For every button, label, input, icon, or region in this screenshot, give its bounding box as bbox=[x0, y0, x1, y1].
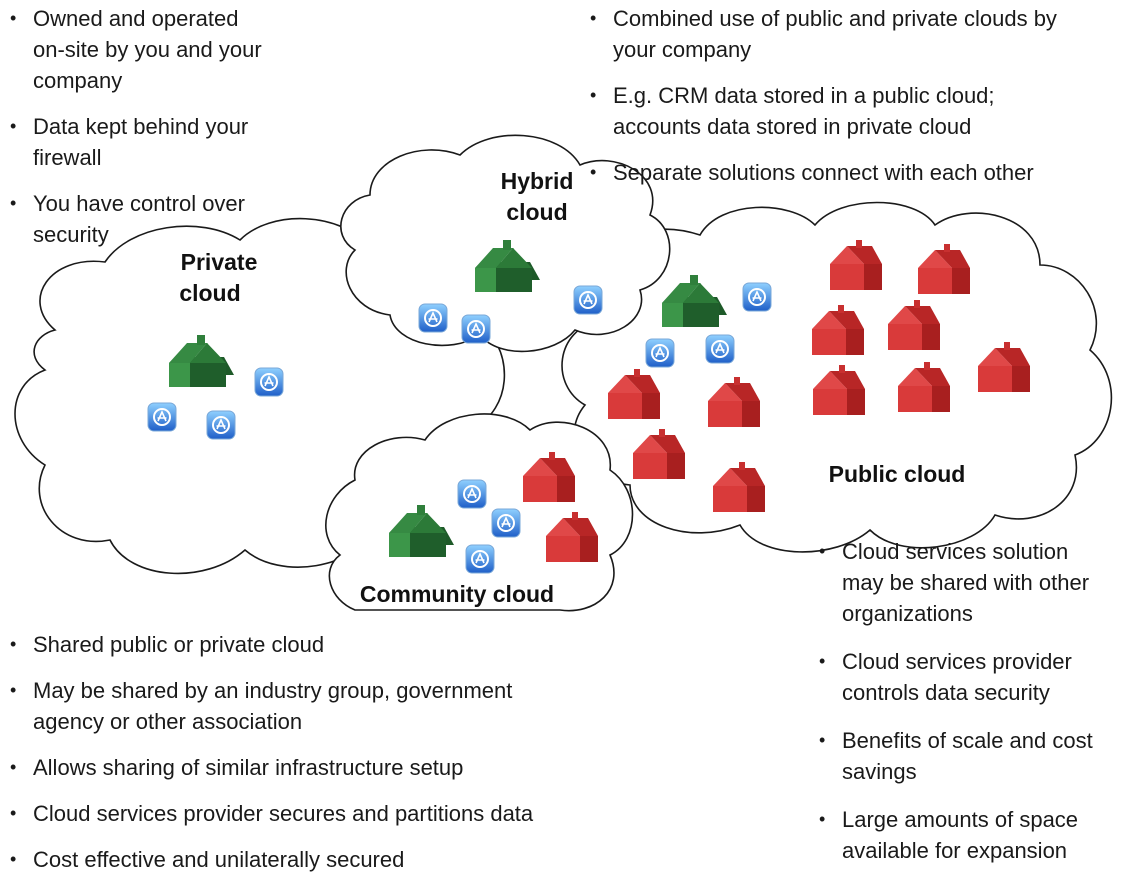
bullet-line: firewall bbox=[33, 145, 102, 170]
hybrid-cloud-label-line1: Hybrid bbox=[501, 168, 574, 194]
hybrid-cloud-bullets: Combined use of public and private cloud… bbox=[588, 3, 1138, 188]
bullet-line: Shared public or private cloud bbox=[33, 632, 325, 657]
app-store-icon bbox=[457, 479, 487, 509]
app-store-icon bbox=[705, 334, 735, 364]
bullet-item: You have control over security bbox=[8, 188, 328, 250]
bullet-item: Combined use of public and private cloud… bbox=[588, 3, 1138, 65]
hybrid-cloud-label-line2: cloud bbox=[506, 199, 567, 225]
bullet-item: Owned and operated on-site by you and yo… bbox=[8, 3, 328, 96]
bullet-item: Cost effective and unilaterally secured bbox=[8, 844, 648, 875]
bullet-line: Cost effective and unilaterally secured bbox=[33, 847, 405, 872]
bullet-item: Data kept behind your firewall bbox=[8, 111, 328, 173]
bullet-line: Cloud services solution bbox=[842, 539, 1069, 564]
app-store-icon bbox=[206, 410, 236, 440]
bullet-item: Cloud services provider controls data se… bbox=[817, 646, 1139, 708]
community-cloud-bullets: Shared public or private cloud May be sh… bbox=[8, 629, 648, 875]
bullet-line: Data kept behind your bbox=[33, 114, 249, 139]
bullet-item: Benefits of scale and cost savings bbox=[817, 725, 1139, 787]
bullet-item: Cloud services solution may be shared wi… bbox=[817, 536, 1139, 629]
bullet-line: controls data security bbox=[842, 680, 1050, 705]
bullet-line: Cloud services provider secures and part… bbox=[33, 801, 534, 826]
bullet-line: Allows sharing of similar infrastructure… bbox=[33, 755, 464, 780]
bullet-line: E.g. CRM data stored in a public cloud; bbox=[613, 83, 995, 108]
bullet-item: Allows sharing of similar infrastructure… bbox=[8, 752, 648, 783]
bullet-item: E.g. CRM data stored in a public cloud; … bbox=[588, 80, 1138, 142]
bullet-line: security bbox=[33, 222, 109, 247]
bullet-line: available for expansion bbox=[842, 838, 1068, 863]
bullet-line: agency or other association bbox=[33, 709, 303, 734]
app-store-icon bbox=[491, 508, 521, 538]
bullet-line: savings bbox=[842, 759, 917, 784]
app-store-icon bbox=[573, 285, 603, 315]
bullet-line: Large amounts of space bbox=[842, 807, 1079, 832]
bullet-line: Combined use of public and private cloud… bbox=[613, 6, 1057, 31]
bullet-line: May be shared by an industry group, gove… bbox=[33, 678, 513, 703]
app-store-icon bbox=[418, 303, 448, 333]
public-cloud-label: Public cloud bbox=[829, 461, 966, 487]
bullet-line: Separate solutions connect with each oth… bbox=[613, 160, 1034, 185]
app-store-icon bbox=[461, 314, 491, 344]
bullet-line: Cloud services provider bbox=[842, 649, 1072, 674]
bullet-line: organizations bbox=[842, 601, 973, 626]
private-cloud-label-line1: Private bbox=[181, 249, 258, 275]
bullet-item: Large amounts of space available for exp… bbox=[817, 804, 1139, 866]
bullet-item: Shared public or private cloud bbox=[8, 629, 648, 660]
bullet-line: Owned and operated bbox=[33, 6, 239, 31]
public-cloud-bullets: Cloud services solution may be shared wi… bbox=[817, 536, 1139, 866]
app-store-icon bbox=[645, 338, 675, 368]
bullet-line: may be shared with other bbox=[842, 570, 1090, 595]
bullet-item: May be shared by an industry group, gove… bbox=[8, 675, 648, 737]
app-store-icon bbox=[742, 282, 772, 312]
private-cloud-label-line2: cloud bbox=[179, 280, 240, 306]
bullet-line: Benefits of scale and cost bbox=[842, 728, 1093, 753]
bullet-line: company bbox=[33, 68, 123, 93]
app-store-icon bbox=[147, 402, 177, 432]
bullet-item: Separate solutions connect with each oth… bbox=[588, 157, 1138, 188]
bullet-line: You have control over bbox=[33, 191, 245, 216]
private-cloud-bullets: Owned and operated on-site by you and yo… bbox=[8, 3, 328, 250]
bullet-line: accounts data stored in private cloud bbox=[613, 114, 972, 139]
app-store-icon bbox=[254, 367, 284, 397]
app-store-icon bbox=[465, 544, 495, 574]
bullet-line: your company bbox=[613, 37, 752, 62]
bullet-line: on-site by you and your bbox=[33, 37, 262, 62]
community-cloud-label: Community cloud bbox=[360, 581, 554, 607]
bullet-item: Cloud services provider secures and part… bbox=[8, 798, 648, 829]
